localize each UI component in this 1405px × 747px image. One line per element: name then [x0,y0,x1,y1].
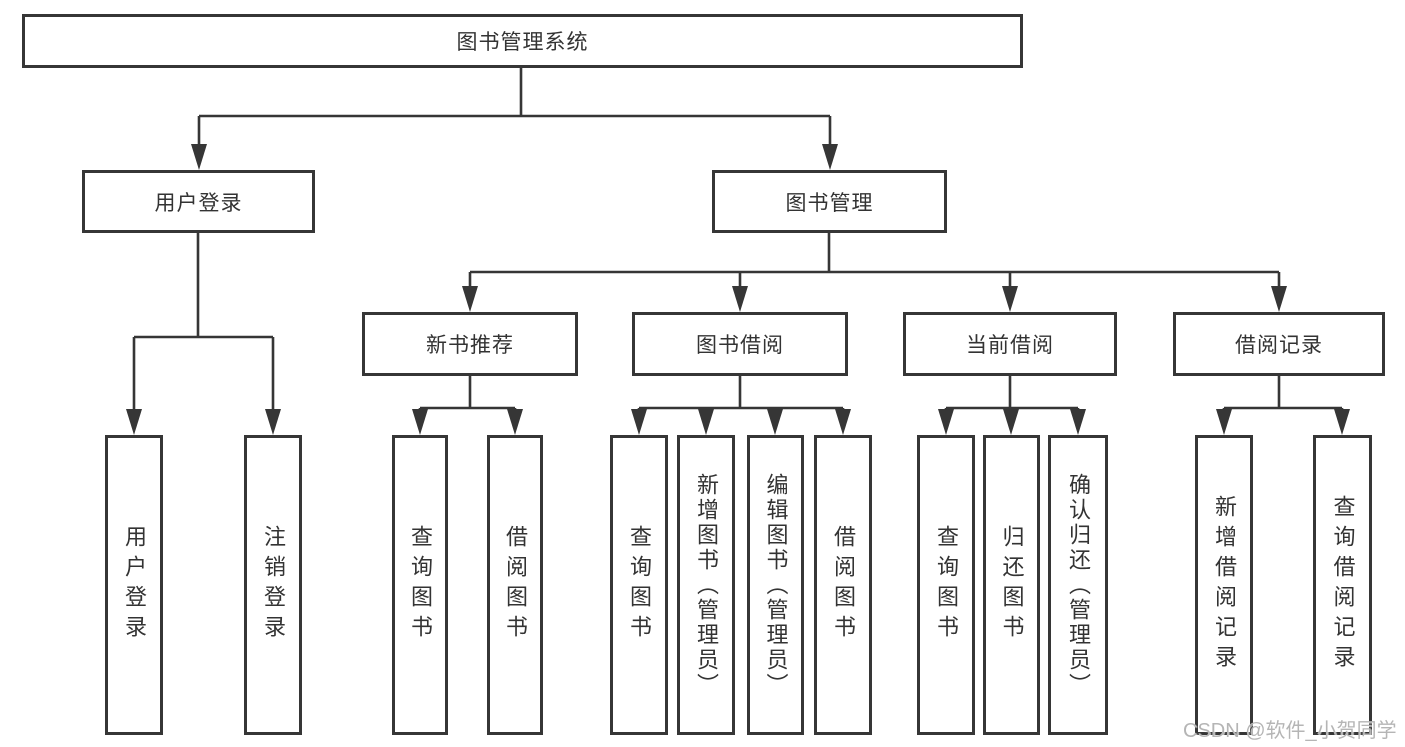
node-leaf-bb-query-books: 查询图书 [610,435,668,735]
node-new-books-label: 新书推荐 [426,334,514,357]
connector-root-split [191,68,838,170]
node-leaf-br-query-record: 查询借阅记录 [1313,435,1372,735]
arrowhead [698,409,714,435]
node-leaf-nb-borrow-books-label: 借阅图书 [503,525,528,645]
node-leaf-cb-query-books-label: 查询图书 [934,525,959,645]
node-current-borrow-label: 当前借阅 [966,334,1054,357]
node-leaf-logout: 注销登录 [244,435,302,735]
connector-book-mgmt-split [462,233,1287,312]
node-leaf-user-login: 用户登录 [105,435,163,735]
node-leaf-bb-borrow-books: 借阅图书 [814,435,872,735]
arrowhead [938,409,954,435]
node-leaf-cb-confirm-return-admin-label: 确认归还（管理员） [1066,472,1091,698]
arrowhead [835,409,851,435]
node-leaf-nb-query-books-label: 查询图书 [408,525,433,645]
arrowhead [1003,409,1019,435]
node-leaf-cb-return-books-label: 归还图书 [999,525,1025,645]
node-borrow-records-label: 借阅记录 [1235,334,1323,357]
arrowhead [822,144,838,170]
node-book-borrow: 图书借阅 [632,312,848,376]
arrowhead [462,286,478,312]
node-leaf-br-query-record-label: 查询借阅记录 [1330,495,1356,675]
node-borrow-records: 借阅记录 [1173,312,1385,376]
arrowhead [631,409,647,435]
connector-user-login-split [126,233,281,435]
arrowhead [767,409,783,435]
connector-borrow-records-split [1216,376,1350,435]
arrowhead [507,409,523,435]
watermark: CSDN @软件_小贺同学 [1183,720,1397,742]
node-leaf-bb-edit-books-admin: 编辑图书（管理员） [747,435,804,735]
connector-current-borrow-split [938,376,1086,435]
arrowhead [1216,409,1232,435]
node-leaf-bb-add-books-admin: 新增图书（管理员） [677,435,735,735]
arrowhead [1070,409,1086,435]
node-leaf-br-add-record: 新增借阅记录 [1195,435,1253,735]
node-leaf-br-add-record-label: 新增借阅记录 [1212,495,1237,675]
node-leaf-user-login-label: 用户登录 [122,525,147,645]
node-user-login-label: 用户登录 [154,191,243,215]
node-leaf-bb-query-books-label: 查询图书 [627,525,652,645]
node-leaf-bb-add-books-admin-label: 新增图书（管理员） [694,472,719,698]
node-current-borrow: 当前借阅 [903,312,1117,376]
arrowhead [412,409,428,435]
node-leaf-bb-edit-books-admin-label: 编辑图书（管理员） [763,472,789,698]
node-book-borrow-label: 图书借阅 [696,334,784,357]
node-root: 图书管理系统 [22,14,1023,68]
node-user-login: 用户登录 [82,170,315,233]
arrowhead [1002,286,1018,312]
arrowhead [126,409,142,435]
node-leaf-cb-return-books: 归还图书 [983,435,1040,735]
arrowhead [1271,286,1287,312]
arrowhead [732,286,748,312]
node-new-books: 新书推荐 [362,312,578,376]
node-book-mgmt-label: 图书管理 [785,191,874,215]
connector-new-books-split [412,376,523,435]
node-leaf-nb-query-books: 查询图书 [392,435,448,735]
node-leaf-cb-confirm-return-admin: 确认归还（管理员） [1048,435,1108,735]
arrowhead [191,144,207,170]
node-leaf-nb-borrow-books: 借阅图书 [487,435,543,735]
node-book-mgmt: 图书管理 [712,170,947,233]
node-leaf-bb-borrow-books-label: 借阅图书 [831,525,856,645]
node-root-label: 图书管理系统 [456,31,589,54]
node-leaf-logout-label: 注销登录 [261,525,286,645]
node-leaf-cb-query-books: 查询图书 [917,435,975,735]
arrowhead [265,409,281,435]
connector-book-borrow-split [631,376,851,435]
arrowhead [1334,409,1350,435]
